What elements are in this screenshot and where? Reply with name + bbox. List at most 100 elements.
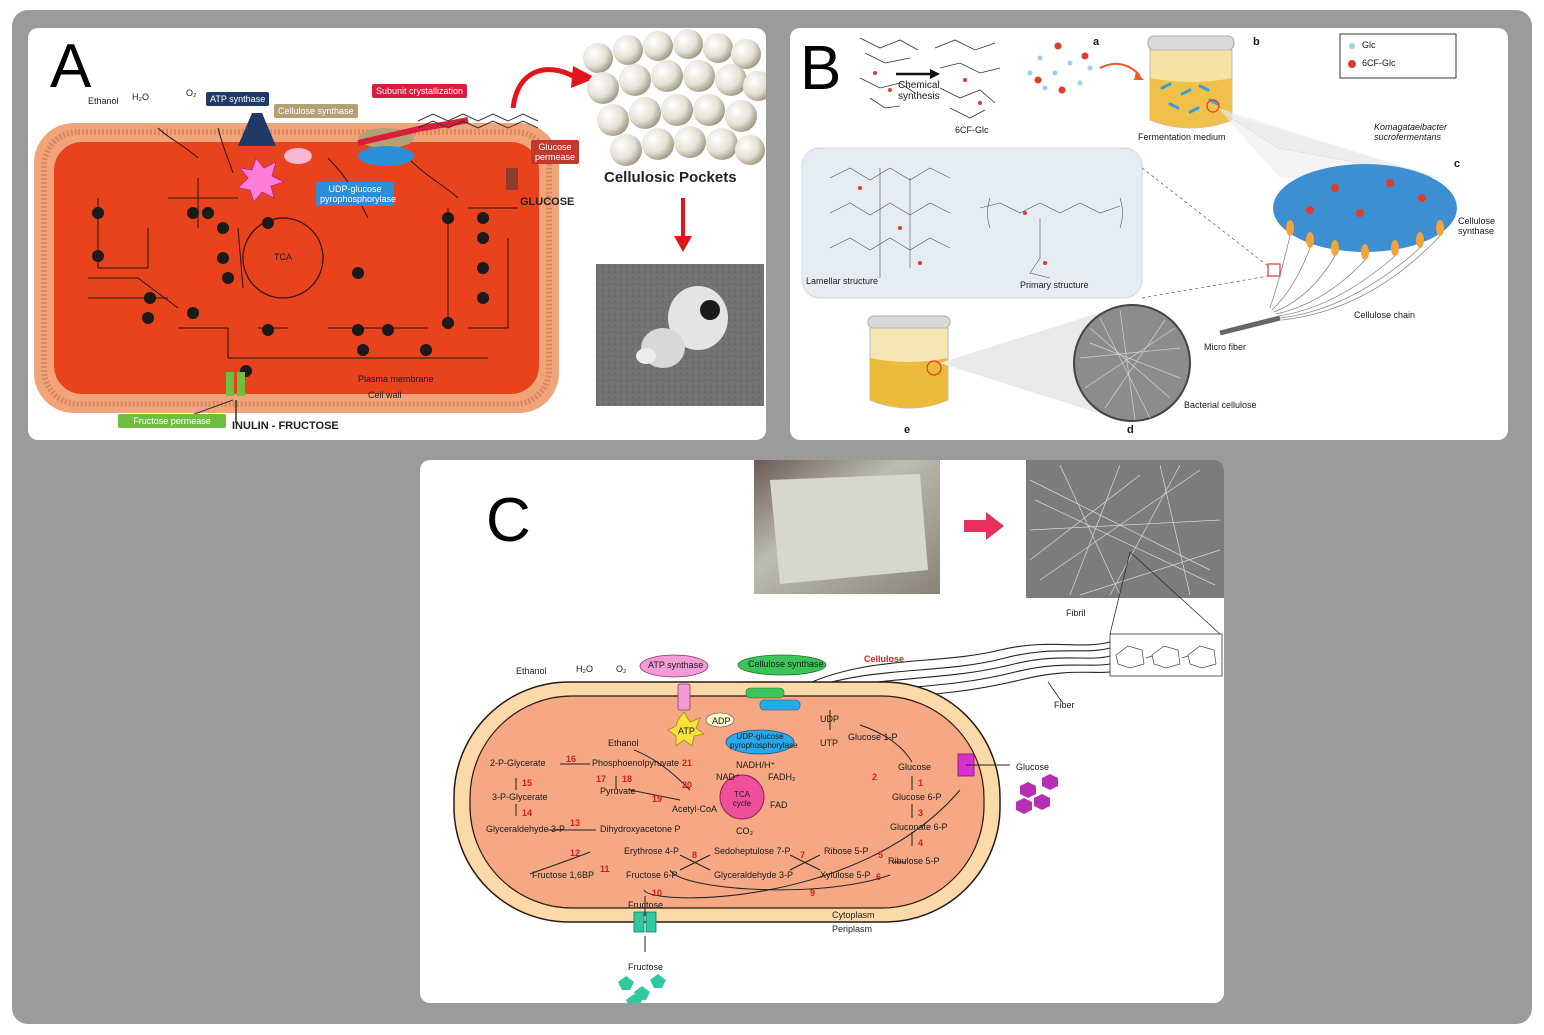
reaction-number: 4 [918, 838, 924, 848]
panel-c-diagram [453, 460, 1224, 1003]
subunit-crystallization-tag: Subunit crystallization [372, 84, 468, 98]
sub-label-a: a [1093, 36, 1100, 48]
tca-label: TCA [274, 252, 292, 262]
glucose-permease-tag: Glucose permease [531, 140, 579, 164]
fermentation-medium-label: Fermentation medium [1138, 132, 1226, 142]
panel-a: A [28, 28, 766, 440]
reaction-number: 1 [918, 778, 924, 788]
cellulose-synthase-label-b: Cellulose synthase [1458, 216, 1496, 236]
metabolite: Glucose 1-P [848, 732, 898, 742]
panel-b-letter: B [800, 34, 842, 103]
reaction-number: 7 [800, 850, 806, 860]
primary-structure-label: Primary structure [1020, 280, 1089, 290]
metabolite: 2-P-Glycerate [490, 758, 546, 768]
metabolite: Glyceraldehyde 3-P [486, 824, 566, 834]
reaction-number: 16 [566, 754, 577, 764]
atp-synthase-tag: ATP synthase [206, 92, 270, 106]
species-label: Komagataeibacter sucrofermentans [1374, 122, 1448, 142]
metabolite: Erythrose 4-P [624, 846, 680, 856]
metabolite: Ribulose 5-P [888, 856, 940, 866]
udp-label: UDP [820, 714, 840, 724]
o2-label-c: O₂ [616, 664, 627, 674]
cellulose-synthase-tag: Cellulose synthase [274, 104, 358, 118]
metabolite: Sedoheptulose 7-P [714, 846, 791, 856]
metabolite: NADH/H⁺ [736, 760, 776, 770]
panel-a-cell-diagram [34, 29, 766, 423]
legend-glc: Glc [1362, 40, 1376, 50]
udp-glucose-tag: UDP-glucose pyrophosphorylase [316, 182, 396, 206]
fibril-label: Fibril [1066, 608, 1086, 618]
metabolite: FAD [770, 800, 788, 810]
reaction-number: 8 [692, 850, 698, 860]
ethanol-label: Ethanol [88, 96, 119, 106]
micro-fiber-label: Micro fiber [1204, 342, 1247, 352]
panel-c-letter: C [486, 486, 531, 555]
glucose-ext-label: Glucose [1016, 762, 1050, 772]
metabolite: Pyruvate [600, 786, 636, 796]
metabolite: Glyceraldehyde 3-P [714, 870, 794, 880]
reaction-number: 12 [570, 848, 581, 858]
reaction-number: 21 [682, 758, 693, 768]
sub-label-c: c [1454, 158, 1461, 170]
compound-label: 6CF-Glc [955, 125, 989, 135]
glucose-label: GLUCOSE [520, 196, 575, 208]
metabolite: 3-P-Glycerate [492, 792, 548, 802]
metabolite: FADH₂ [768, 772, 796, 782]
atp-synthase-label-c: ATP synthase [648, 660, 704, 670]
periplasm-label: Periplasm [832, 924, 873, 934]
reaction-number: 6 [876, 872, 882, 882]
reaction-number: 9 [810, 888, 816, 898]
h2o-label-c: H₂O [576, 664, 593, 674]
reaction-number: 2 [872, 772, 878, 782]
inulin-fructose-label: INULIN - FRUCTOSE [232, 420, 339, 432]
metabolite: Acetyl-CoA [672, 804, 718, 814]
legend-6cf-glc: 6CF-Glc [1362, 58, 1396, 68]
atp-label: ATP [678, 726, 695, 736]
ethanol-top-label: Ethanol [516, 666, 547, 676]
cellulose-label-c: Cellulose [864, 654, 905, 664]
sub-label-d: d [1127, 424, 1134, 436]
panel-a-letter: A [50, 32, 92, 101]
cell-wall-label: Cell wall [368, 390, 402, 400]
reaction-number: 3 [918, 808, 924, 818]
tca-cycle-label: TCA cycle [732, 790, 752, 808]
fructose-ext-label: Fructose [628, 962, 664, 972]
panel-c: C [420, 460, 1224, 1003]
udp-glucose-label-c: UDP-glucose pyrophosphorylase [730, 732, 798, 750]
metabolite: Ribose 5-P [824, 846, 869, 856]
cellulose-chain-label: Cellulose chain [1354, 310, 1416, 320]
metabolite: CO₂ [736, 826, 753, 836]
metabolite: Fructose 6-P [626, 870, 678, 880]
h2o-label: H₂O [132, 92, 149, 102]
cellulosic-pockets-label: Cellulosic Pockets [604, 169, 737, 186]
o2-label: O₂ [186, 88, 197, 98]
sub-label-e: e [904, 424, 911, 436]
reaction-number: 11 [600, 864, 610, 874]
reaction-number: 19 [652, 794, 663, 804]
metabolite: NAD⁺ [716, 772, 740, 782]
lamellar-structure-label: Lamellar structure [806, 276, 879, 286]
panel-b: B [790, 28, 1508, 440]
chemical-synthesis-label: Chemical synthesis [898, 80, 940, 102]
panel-b-diagram [801, 33, 1457, 423]
metabolite: Xylulose 5-P [820, 870, 871, 880]
plasma-membrane-label: Plasma membrane [358, 374, 434, 384]
metabolite: Phosphoenolpyruvate [592, 758, 680, 768]
metabolite: Glucose [898, 762, 932, 772]
reaction-number: 20 [682, 780, 693, 790]
reaction-number: 5 [878, 850, 884, 860]
metabolite: Dihydroxyacetone P [600, 824, 681, 834]
fiber-label: Fiber [1054, 700, 1075, 710]
fructose-in-label: Fructose [628, 900, 664, 910]
bacterial-cellulose-label: Bacterial cellulose [1184, 400, 1257, 410]
reaction-number: 10 [652, 888, 663, 898]
adp-label: ADP [712, 716, 731, 726]
cellulose-synthase-label-c: Cellulose synthase [748, 659, 824, 669]
reaction-number: 15 [522, 778, 533, 788]
reaction-number: 13 [570, 818, 581, 828]
metabolite: Ethanol [608, 738, 639, 748]
sub-label-b: b [1253, 36, 1260, 48]
metabolite: Fructose 1,6BP [532, 870, 595, 880]
reaction-number: 18 [622, 774, 633, 784]
metabolite: Gluconate 6-P [890, 822, 948, 832]
